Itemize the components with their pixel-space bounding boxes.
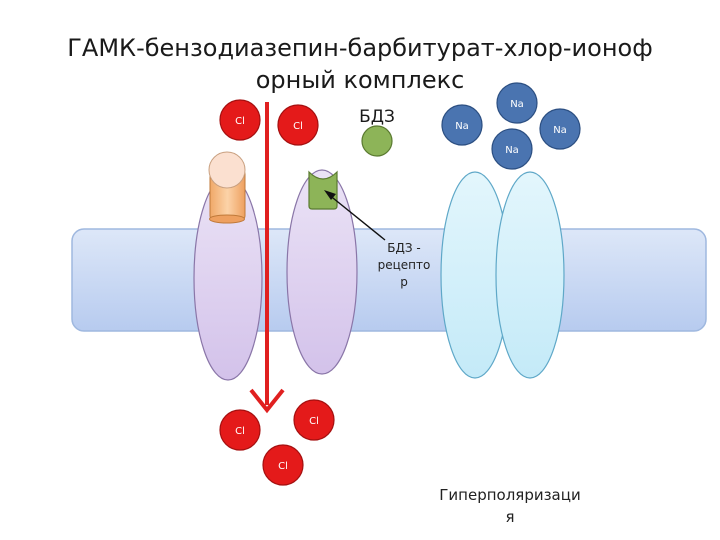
effect-label-line-1: Гиперполяризаци <box>439 486 581 504</box>
bdz-molecule-icon <box>361 125 393 157</box>
svg-text:Cl: Cl <box>235 426 245 437</box>
receptor-pointer-arrowhead <box>324 190 336 200</box>
gaba-channel-right-subunit <box>286 169 358 375</box>
effect-label-line-2: я <box>505 508 515 526</box>
na-ion: Na <box>496 82 538 124</box>
bdz-receptor-label: БДЗ - рецепто р <box>366 240 442 291</box>
title-line-1: ГАМК-бензодиазепин-барбитурат-хлор-ионоф <box>67 34 653 62</box>
svg-text:Cl: Cl <box>278 461 288 472</box>
na-channel-right-subunit <box>495 171 565 379</box>
svg-text:Cl: Cl <box>309 416 319 427</box>
receptor-pointer-line <box>327 193 386 241</box>
na-ion: Na <box>441 104 483 146</box>
cl-ion: Cl <box>293 399 335 441</box>
receptor-label-line-2: рецепто <box>377 258 431 272</box>
svg-text:Cl: Cl <box>235 116 245 127</box>
cl-ion: Cl <box>277 104 319 146</box>
cl-ion: Cl <box>219 99 261 141</box>
cl-ion: Cl <box>219 409 261 451</box>
receptor-label-line-1: БДЗ - <box>387 241 421 255</box>
barbiturate-site-icon <box>208 151 246 224</box>
cl-ion: Cl <box>262 444 304 486</box>
na-ion: Na <box>491 128 533 170</box>
cl-influx-arrowhead <box>249 388 285 414</box>
hyperpolarization-label: Гиперполяризаци я <box>410 484 610 528</box>
bdz-receptor-pocket-icon <box>308 170 338 210</box>
title-line-2: орный комплекс <box>255 66 465 94</box>
svg-text:Cl: Cl <box>293 121 303 132</box>
receptor-label-line-3: р <box>400 275 408 289</box>
svg-text:Na: Na <box>510 99 524 110</box>
svg-text:Na: Na <box>553 125 567 136</box>
na-ion: Na <box>539 108 581 150</box>
slide-title: ГАМК-бензодиазепин-барбитурат-хлор-ионоф… <box>30 32 690 96</box>
bdz-label: БДЗ <box>359 107 395 127</box>
svg-text:Na: Na <box>505 145 519 156</box>
svg-text:Na: Na <box>455 121 469 132</box>
